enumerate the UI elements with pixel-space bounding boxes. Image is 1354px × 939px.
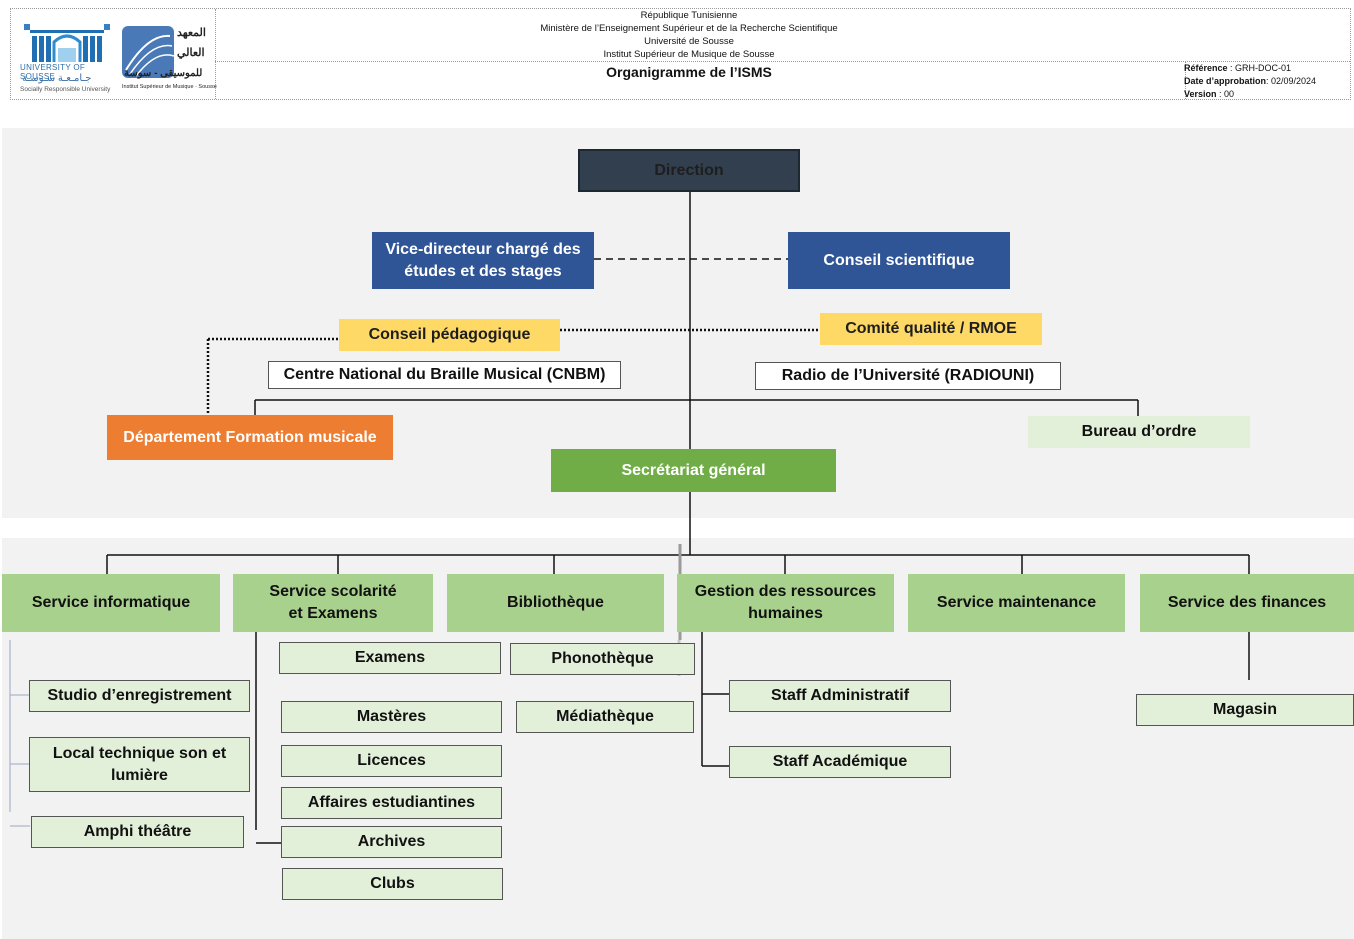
university-arabic: جـامـعـة سـوسـة: [22, 73, 92, 84]
music-wave-icon: [122, 26, 175, 78]
page-title: Organigramme de l’ISMS: [606, 64, 772, 80]
phonotheque-box: Phonothèque: [510, 643, 695, 675]
grh-box: Gestion des ressources humaines: [677, 574, 894, 632]
examens-box: Examens: [279, 642, 501, 674]
service-maintenance-box: Service maintenance: [908, 574, 1125, 632]
comite-qualite-box: Comité qualité / RMOE: [820, 313, 1042, 345]
bibliotheque-box: Bibliothèque: [447, 574, 664, 632]
institute-logo: المعهد العالي للموسيقى - سوسة Institut S…: [122, 26, 217, 96]
document-header: [10, 8, 1351, 100]
departement-box: Département Formation musicale: [107, 415, 393, 460]
local-technique-box: Local technique son et lumière: [29, 737, 250, 792]
institute-arabic: العالي: [177, 47, 205, 59]
university-tagline: Socially Responsible University: [20, 86, 111, 93]
staff-academique-box: Staff Académique: [729, 746, 951, 778]
institute-name: Institut Supérieur de Musique · Sousse: [122, 84, 217, 90]
header-line: République Tunisienne: [640, 10, 738, 21]
header-divider: [215, 61, 1350, 62]
institute-arabic: للموسيقى - سوسة: [124, 68, 203, 79]
masteres-box: Mastères: [281, 701, 502, 733]
secretariat-box: Secrétariat général: [551, 449, 836, 492]
clubs-box: Clubs: [282, 868, 503, 900]
university-logo: UNIVERSITY OF SOUSSE جـامـعـة سـوسـة Soc…: [20, 20, 118, 96]
conseil-pedagogique-box: Conseil pédagogique: [339, 319, 560, 351]
archives-box: Archives: [281, 826, 502, 858]
mediatheque-box: Médiathèque: [516, 701, 694, 733]
radiouni-box: Radio de l’Université (RADIOUNI): [755, 362, 1061, 390]
version: Version : 00: [1184, 89, 1235, 99]
bureau-ordre-box: Bureau d’ordre: [1028, 416, 1250, 448]
studio-box: Studio d’enregistrement: [29, 680, 250, 712]
university-building-icon: [24, 24, 110, 62]
direction-box: Direction: [578, 149, 800, 192]
licences-box: Licences: [281, 745, 502, 777]
approval-date: Date d’approbation: 02/09/2024: [1184, 76, 1317, 86]
affaires-box: Affaires estudiantines: [281, 787, 502, 819]
magasin-box: Magasin: [1136, 694, 1354, 726]
header-divider: [215, 9, 216, 99]
header-line: Institut Supérieur de Musique de Sousse: [603, 49, 775, 60]
header-line: Ministère de l’Enseignement Supérieur et…: [540, 23, 838, 34]
reference: Référence : GRH-DOC-01: [1184, 63, 1292, 73]
service-scolarite-box: Service scolarité et Examens: [233, 574, 433, 632]
institute-arabic: المعهد: [177, 27, 206, 39]
conseil-scientifique-box: Conseil scientifique: [788, 232, 1010, 289]
amphi-box: Amphi théâtre: [31, 816, 244, 848]
staff-administratif-box: Staff Administratif: [729, 680, 951, 712]
vice-director-box: Vice-directeur chargé des études et des …: [372, 232, 594, 289]
university-name: UNIVERSITY OF SOUSSE: [20, 63, 86, 81]
service-finances-box: Service des finances: [1140, 574, 1354, 632]
header-line: Université de Sousse: [644, 36, 734, 47]
service-informatique-box: Service informatique: [2, 574, 220, 632]
header-divider: [1185, 61, 1186, 99]
cnbm-box: Centre National du Braille Musical (CNBM…: [268, 361, 621, 389]
